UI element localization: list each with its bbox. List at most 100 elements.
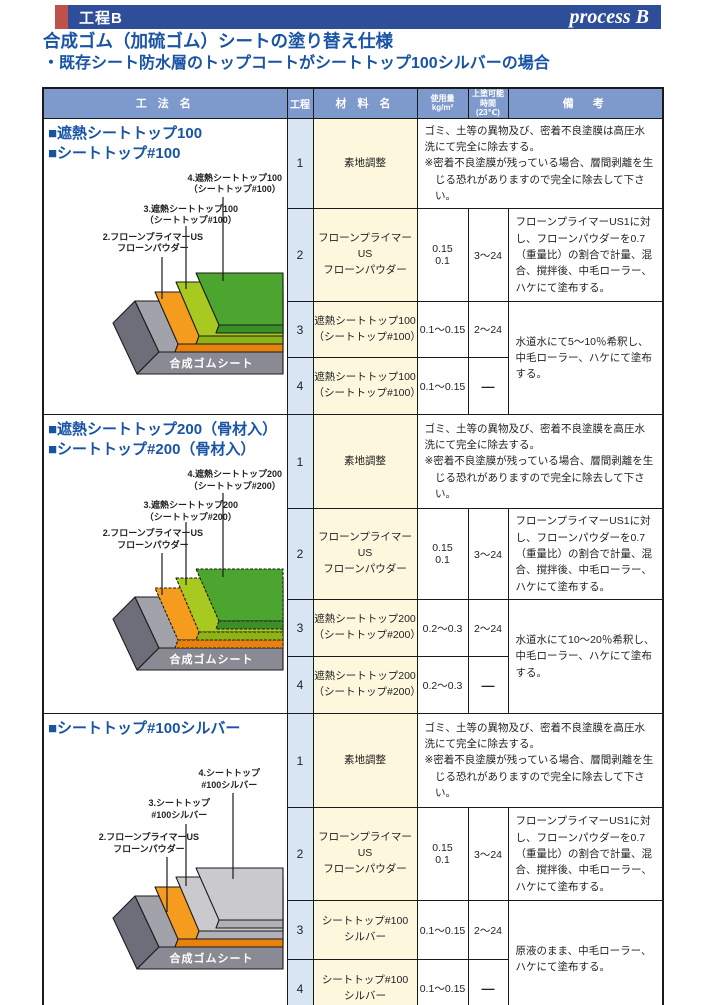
usage-value: 0.15 0.1 — [416, 807, 469, 902]
page-title-line2: ・既存シート防水層のトップコートがシートトップ100シルバーの場合 — [43, 54, 550, 72]
primer-front-face — [174, 343, 284, 353]
layer3-front-face — [195, 631, 284, 641]
interval-value: 2～24 — [467, 900, 509, 961]
step-number: 3 — [286, 599, 314, 658]
usage-value: 0.2～0.3 — [416, 599, 469, 658]
diagram-label-layer3: 3.遮熱シートトップ100 （シートトップ#100） — [143, 203, 238, 226]
material-name: 素地調整 — [312, 414, 418, 510]
table-row: 2 フローンプライマーUS フローンパウダー 0.15 0.1 3～24 フロー… — [43, 807, 664, 902]
material-name: 素地調整 — [312, 713, 418, 809]
step-number: 2 — [286, 508, 314, 601]
table-row: ■遮熱シートトップ100 ■シートトップ#100 4.遮熱シートトップ100 （… — [42, 117, 664, 416]
remark-cell: ゴミ、土等の異物及び、密着不良塗膜を高圧水洗にて完全に除去する。 ※密着不良塗膜… — [416, 414, 664, 510]
method-cell-section2: ■遮熱シートトップ200（骨材入） ■シートトップ#200（骨材入） 4.遮熱シ… — [42, 414, 288, 715]
remark-cell: 水道水にて5～10％希釈し、中毛ローラー、ハケにて塗布する。 — [507, 301, 664, 416]
material-name: 遮熱シートトップ200 （シートトップ#200） — [312, 656, 418, 715]
table-row: 3 遮熱シートトップ100 （シートトップ#100） 0.1～0.15 2～24… — [43, 301, 664, 416]
diagram-label-layer4: 4.遮熱シートトップ200 （シートトップ#200） — [187, 469, 282, 491]
table-row: 3 シートトップ#100 シルバー 0.1～0.15 2～24 原液のまま、中毛… — [43, 900, 664, 1005]
section-title: ■遮熱シートトップ200（骨材入） ■シートトップ#200（骨材入） — [48, 421, 278, 459]
table-row: 4 遮熱シートトップ200 （シートトップ#200） 0.2～0.3 — — [43, 656, 663, 715]
step-number: 3 — [286, 301, 314, 359]
diagram-label-layer4: 4.遮熱シートトップ100 （シートトップ#100） — [187, 172, 282, 195]
material-name: 遮熱シートトップ100 （シートトップ#100） — [312, 357, 418, 416]
interval-value: — — [467, 656, 509, 715]
interval-value: 3～24 — [467, 208, 509, 303]
remark-cell: ゴミ、土等の異物及び、密着不良塗膜は高圧水洗にて完全に除去する。 ※密着不良塗膜… — [416, 117, 664, 210]
usage-value: 0.2～0.3 — [416, 656, 469, 715]
section-title: ■シートトップ#100シルバー — [48, 720, 241, 738]
step-number: 2 — [286, 208, 314, 303]
diagram-label-base: 合成ゴムシート — [169, 654, 254, 667]
banner-label: 工程B — [79, 9, 123, 27]
spec-table: 工 法 名 工程 材 料 名 使用量 kg/m² 上塗可能 時間(23℃) 備 … — [42, 87, 664, 1005]
remark-cell: フローンプライマーUS1に対し、フローンパウダーを0.7（重量比）の割合で計量、… — [507, 807, 664, 902]
material-name: 素地調整 — [312, 117, 418, 210]
banner-process-label: process B — [569, 5, 649, 28]
diagram-label-layer2: 2.フローンプライマーUS フローンパウダー — [102, 231, 203, 254]
layer4-front-face — [215, 919, 284, 929]
usage-value: 0.1～0.15 — [416, 357, 469, 416]
layer-diagram-section2 — [112, 493, 284, 671]
header-usage: 使用量 kg/m² — [416, 87, 469, 119]
material-name: シートトップ#100 シルバー — [312, 900, 418, 961]
diagram-label-base: 合成ゴムシート — [169, 357, 254, 370]
page-title: 合成ゴム（加硫ゴム）シートの塗り替え仕様 ・既存シート防水層のトップコートがシー… — [43, 31, 550, 74]
step-number: 3 — [286, 900, 314, 961]
layer-diagram-section1 — [112, 196, 284, 375]
layer3-front-face — [195, 930, 284, 940]
material-name: フローンプライマーUS フローンパウダー — [312, 208, 418, 303]
banner-accent-bar — [55, 5, 68, 29]
interval-value: 2～24 — [467, 599, 509, 658]
header-material: 材 料 名 — [312, 87, 418, 119]
header-method: 工 法 名 — [42, 87, 288, 119]
table-row: ■シートトップ#100シルバー 4.シートトップ #100シルバー 3.シートト… — [42, 713, 664, 1005]
diagram-label-base: 合成ゴムシート — [169, 953, 254, 966]
diagram-label-layer2: 2.フローンプライマーUS フローンパウダー — [102, 528, 203, 550]
primer-front-face — [174, 639, 284, 649]
table-row: 3 遮熱シートトップ200 （シートトップ#200） 0.2～0.3 2～24 … — [43, 599, 664, 715]
process-banner: 工程B process B — [55, 5, 661, 29]
remark-cell: 原液のまま、中毛ローラー、ハケにて塗布する。 — [507, 900, 664, 1005]
layer3-front-face — [195, 335, 284, 345]
interval-value: 2～24 — [467, 301, 509, 359]
header-remarks: 備 考 — [507, 87, 664, 119]
usage-value: 0.15 0.1 — [416, 208, 469, 303]
table-header-row: 工 法 名 工程 材 料 名 使用量 kg/m² 上塗可能 時間(23℃) 備 … — [42, 87, 664, 119]
header-interval: 上塗可能 時間(23℃) — [467, 87, 509, 119]
primer-front-face — [174, 938, 284, 948]
usage-value: 0.1～0.15 — [416, 301, 469, 359]
interval-value: 3～24 — [467, 508, 509, 601]
step-number: 1 — [286, 117, 314, 210]
layer4-top-face — [195, 568, 284, 622]
layer4-front-face — [215, 620, 284, 630]
header-step: 工程 — [286, 87, 314, 119]
step-number: 4 — [286, 357, 314, 416]
remark-cell: フローンプライマーUS1に対し、フローンパウダーを0.7（重量比）の割合で計量、… — [507, 208, 664, 303]
usage-value: 0.1～0.15 — [416, 959, 469, 1005]
usage-value: 0.15 0.1 — [416, 508, 469, 601]
step-number: 2 — [286, 807, 314, 902]
step-number: 1 — [286, 713, 314, 809]
diagram-label-layer3: 3.シートトップ #100シルバー — [148, 798, 210, 820]
layer4-front-face — [215, 324, 284, 334]
step-number: 4 — [286, 959, 314, 1005]
interval-value: — — [467, 357, 509, 416]
layer-diagram-section3 — [112, 793, 284, 970]
diagram-label-layer4: 4.シートトップ #100シルバー — [198, 768, 260, 790]
material-name: 遮熱シートトップ200 （シートトップ#200） — [312, 599, 418, 658]
method-cell-section3: ■シートトップ#100シルバー 4.シートトップ #100シルバー 3.シートト… — [42, 713, 288, 1005]
table-row: ■遮熱シートトップ200（骨材入） ■シートトップ#200（骨材入） 4.遮熱シ… — [42, 414, 664, 715]
diagram-label-layer2: 2.フローンプライマーUS フローンパウダー — [98, 832, 199, 854]
page-title-line1: 合成ゴム（加硫ゴム）シートの塗り替え仕様 — [43, 31, 393, 51]
step-number: 1 — [286, 414, 314, 510]
table-row: 4 シートトップ#100 シルバー 0.1～0.15 — — [43, 959, 663, 1005]
diagram-label-layer3: 3.遮熱シートトップ200 （シートトップ#200） — [143, 500, 238, 522]
usage-value: 0.1～0.15 — [416, 900, 469, 961]
table-row: 4 遮熱シートトップ100 （シートトップ#100） 0.1～0.15 — — [43, 357, 663, 416]
material-name: フローンプライマーUS フローンパウダー — [312, 807, 418, 902]
interval-value: 3～24 — [467, 807, 509, 902]
step-number: 4 — [286, 656, 314, 715]
section-title: ■遮熱シートトップ100 ■シートトップ#100 — [48, 124, 203, 163]
